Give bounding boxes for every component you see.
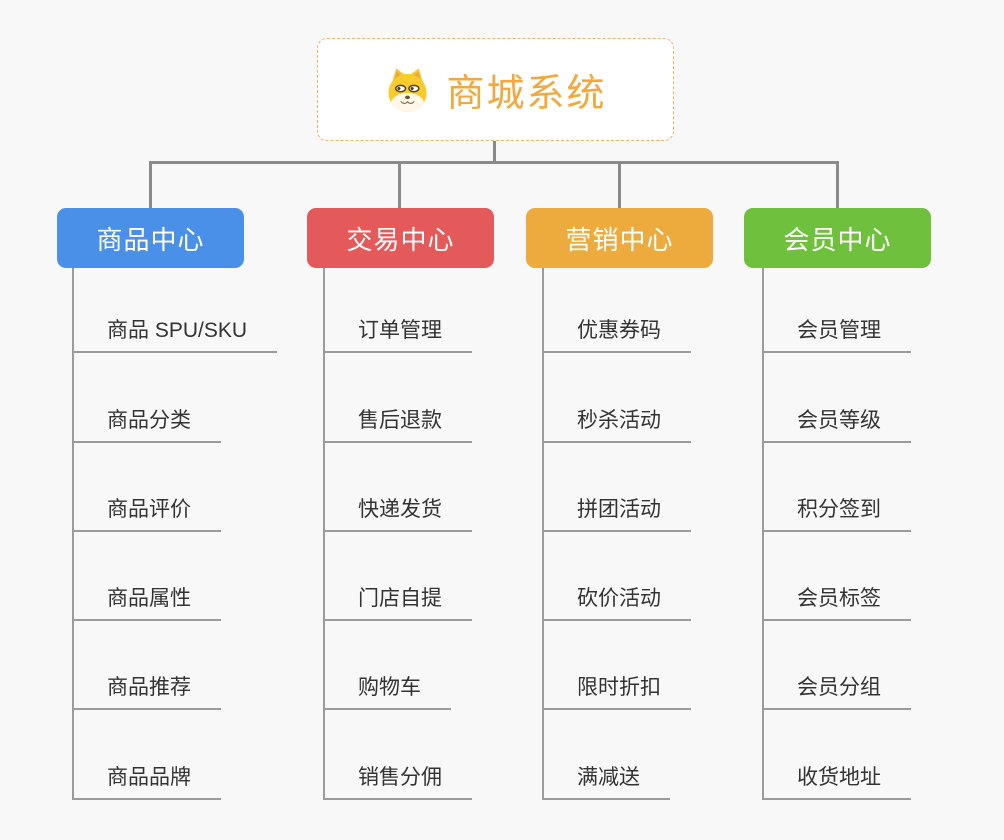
leaf-topic[interactable]: 拼团活动	[542, 443, 691, 532]
leaf-label[interactable]: 商品评价	[72, 493, 221, 532]
leaf-column-marketing: 优惠券码 秒杀活动 拼团活动 砍价活动 限时折扣 满减送	[542, 264, 691, 800]
leaf-label[interactable]: 商品推荐	[72, 671, 221, 711]
leaf-topic[interactable]: 满减送	[542, 710, 691, 800]
leaf-label[interactable]: 商品属性	[72, 582, 221, 622]
leaf-topic[interactable]: 会员分组	[762, 621, 911, 711]
leaf-topic[interactable]: 秒杀活动	[542, 353, 691, 443]
leaf-topic[interactable]: 商品评价	[72, 443, 277, 532]
leaf-column-trade: 订单管理 售后退款 快递发货 门店自提 购物车 销售分佣	[323, 264, 472, 800]
leaf-label[interactable]: 会员等级	[762, 404, 911, 443]
root-node[interactable]: 商城系统	[317, 38, 674, 141]
dog-face-icon	[388, 68, 428, 113]
leaf-label[interactable]: 秒杀活动	[542, 404, 691, 443]
trunk-line-trade	[323, 268, 325, 800]
leaf-topic[interactable]: 门店自提	[323, 532, 472, 622]
leaf-label[interactable]: 销售分佣	[323, 761, 472, 800]
trunk-line-products	[72, 268, 74, 800]
leaf-topic[interactable]: 限时折扣	[542, 621, 691, 711]
root-title: 商城系统	[446, 73, 607, 115]
branch-node-trade-center[interactable]: 交易中心	[307, 208, 494, 268]
leaf-topic[interactable]: 收货地址	[762, 710, 911, 800]
connector-bus	[149, 161, 839, 164]
trunk-line-members	[762, 268, 764, 800]
leaf-label[interactable]: 订单管理	[323, 314, 472, 354]
leaf-column-members: 会员管理 会员等级 积分签到 会员标签 会员分组 收货地址	[762, 264, 911, 800]
leaf-topic[interactable]: 商品推荐	[72, 621, 277, 711]
leaf-label[interactable]: 门店自提	[323, 582, 472, 622]
leaf-label[interactable]: 砍价活动	[542, 582, 691, 622]
leaf-label[interactable]: 积分签到	[762, 493, 911, 532]
leaf-label[interactable]: 会员分组	[762, 671, 911, 711]
leaf-topic[interactable]: 订单管理	[323, 264, 472, 354]
leaf-topic[interactable]: 砍价活动	[542, 532, 691, 622]
leaf-topic[interactable]: 商品 SPU/SKU	[72, 264, 278, 354]
leaf-topic[interactable]: 会员标签	[762, 532, 911, 622]
leaf-topic[interactable]: 售后退款	[323, 353, 472, 443]
connector-drop-members	[836, 163, 839, 208]
leaf-label[interactable]: 优惠券码	[542, 314, 691, 354]
leaf-topic[interactable]: 商品分类	[72, 353, 277, 443]
leaf-label[interactable]: 商品品牌	[72, 761, 221, 800]
trunk-line-marketing	[542, 268, 544, 800]
leaf-topic[interactable]: 会员等级	[762, 353, 911, 443]
leaf-topic[interactable]: 购物车	[323, 621, 472, 711]
leaf-label[interactable]: 商品分类	[72, 404, 221, 443]
leaf-topic[interactable]: 商品属性	[72, 532, 277, 622]
leaf-label[interactable]: 会员标签	[762, 582, 911, 622]
leaf-label[interactable]: 收货地址	[762, 761, 911, 800]
leaf-topic[interactable]: 积分签到	[762, 443, 911, 532]
branch-node-member-center[interactable]: 会员中心	[744, 208, 931, 268]
leaf-topic[interactable]: 优惠券码	[542, 264, 691, 354]
leaf-label[interactable]: 售后退款	[323, 404, 472, 443]
connector-drop-products	[149, 163, 152, 208]
connector-drop-marketing	[618, 163, 621, 208]
leaf-topic[interactable]: 会员管理	[762, 264, 911, 354]
leaf-label[interactable]: 商品 SPU/SKU	[72, 314, 278, 354]
connector-drop-trade	[398, 163, 401, 208]
leaf-label[interactable]: 购物车	[323, 671, 451, 711]
leaf-column-products: 商品 SPU/SKU 商品分类 商品评价 商品属性 商品推荐 商品品牌	[72, 264, 278, 800]
leaf-label[interactable]: 快递发货	[323, 493, 472, 532]
branch-node-product-center[interactable]: 商品中心	[57, 208, 244, 268]
leaf-label[interactable]: 限时折扣	[542, 671, 691, 711]
leaf-topic[interactable]: 商品品牌	[72, 710, 277, 800]
branch-node-marketing-center[interactable]: 营销中心	[526, 208, 713, 268]
leaf-topic[interactable]: 销售分佣	[323, 710, 472, 800]
connector-root-drop	[493, 141, 496, 163]
leaf-topic[interactable]: 快递发货	[323, 443, 472, 532]
leaf-label[interactable]: 会员管理	[762, 314, 911, 354]
leaf-label[interactable]: 满减送	[542, 761, 670, 800]
leaf-label[interactable]: 拼团活动	[542, 493, 691, 532]
